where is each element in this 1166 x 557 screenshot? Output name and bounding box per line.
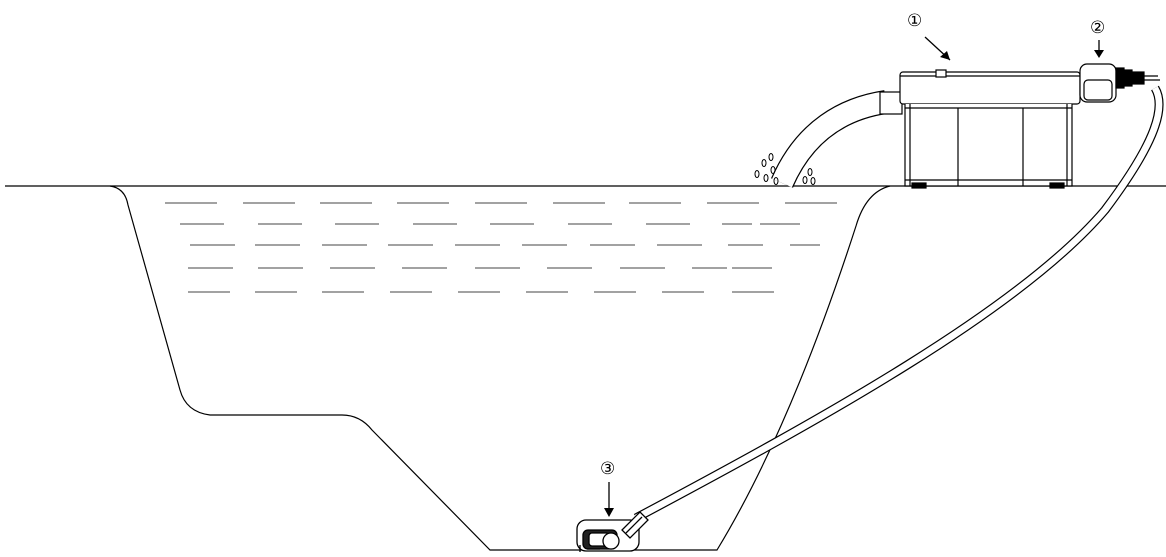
pump-hose <box>633 85 1164 522</box>
outlet-hose <box>770 90 888 189</box>
water-splash <box>754 153 816 185</box>
callout-2: ② <box>1090 18 1105 58</box>
callout-1: ① <box>907 11 951 61</box>
pond-outline <box>109 185 891 551</box>
uv-clarifier-unit-icon <box>1079 63 1160 103</box>
callout-2-label: ② <box>1090 18 1105 38</box>
pond-filter-box-icon <box>879 69 1081 189</box>
callout-1-label: ① <box>907 11 922 31</box>
callout-3-label: ③ <box>600 459 615 479</box>
submersible-pump-icon <box>576 511 649 552</box>
callout-3: ③ <box>600 459 615 517</box>
water-surface-lines <box>165 202 837 293</box>
